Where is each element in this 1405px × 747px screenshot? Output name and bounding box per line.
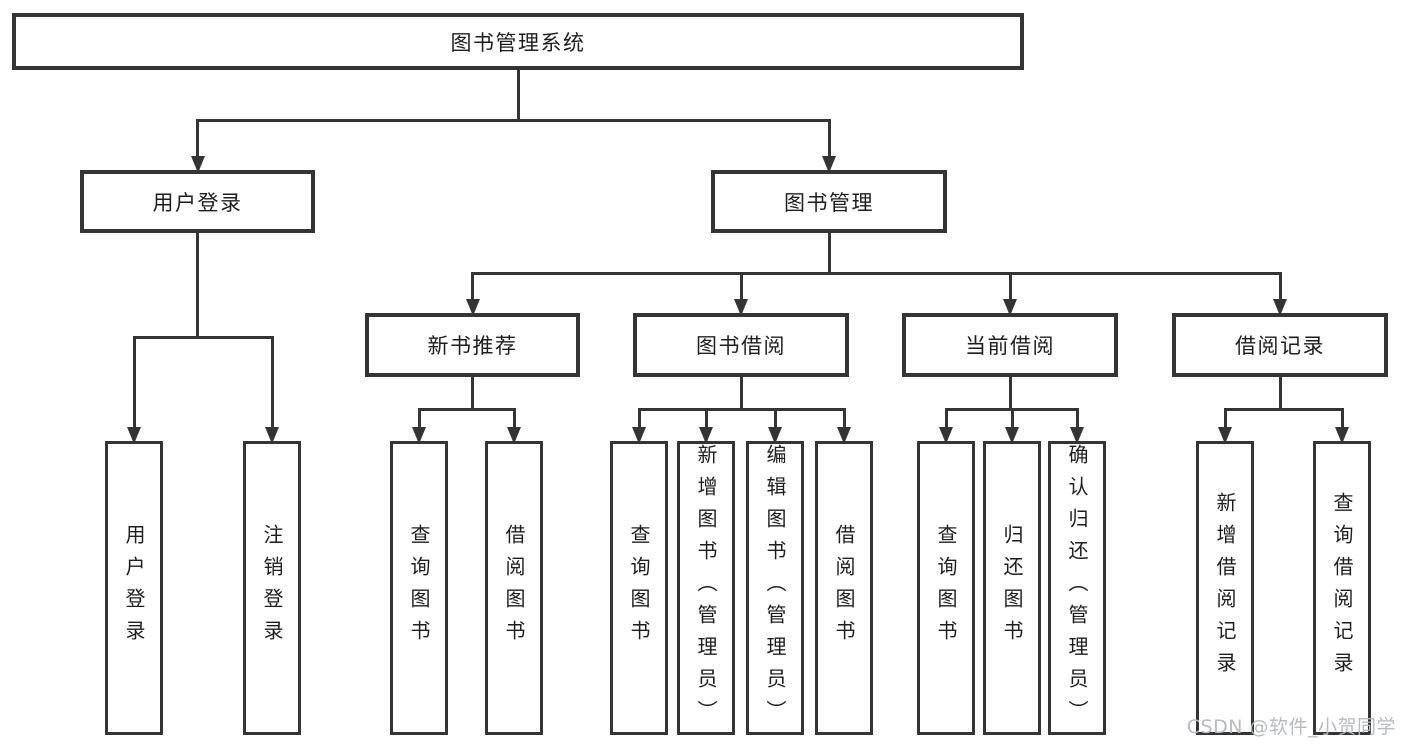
arrowhead-down-icon xyxy=(190,156,205,173)
connector-line xyxy=(471,271,1282,275)
node-label: 编辑图书（管理员） xyxy=(763,444,787,732)
arrowhead-down-icon xyxy=(507,427,521,444)
connector-line xyxy=(704,409,708,428)
connector-line xyxy=(739,273,743,300)
node-leaf-add-book: 新增图书（管理员） xyxy=(677,441,735,735)
arrowhead-down-icon xyxy=(1335,427,1349,444)
connector-line xyxy=(1010,409,1014,428)
connector-line xyxy=(1008,375,1012,411)
arrowhead-down-icon xyxy=(1070,427,1084,444)
arrowhead-down-icon xyxy=(939,427,953,444)
node-leaf-query-book-2: 查询图书 xyxy=(610,441,668,735)
node-leaf-confirm-return: 确认归还（管理员） xyxy=(1048,441,1106,735)
node-label: 查询图书 xyxy=(934,524,958,652)
node-label: 当前借阅 xyxy=(965,334,1055,358)
connector-line xyxy=(196,231,199,339)
arrowhead-down-icon xyxy=(1003,299,1017,316)
node-label: 借阅记录 xyxy=(1235,334,1325,358)
connector-line xyxy=(516,68,520,122)
arrowhead-down-icon xyxy=(412,427,426,444)
connector-line xyxy=(132,335,274,339)
node-label: 归还图书 xyxy=(1000,524,1024,652)
node-leaf-query-borrow-record: 查询借阅记录 xyxy=(1313,441,1371,735)
connector-line xyxy=(417,407,516,411)
arrowhead-down-icon xyxy=(768,427,782,444)
node-leaf-return-book: 归还图书 xyxy=(983,441,1041,735)
node-label: 图书管理 xyxy=(784,190,874,215)
arrowhead-down-icon xyxy=(734,299,748,316)
connector-line xyxy=(196,118,831,122)
node-label: 借阅图书 xyxy=(832,524,856,652)
arrowhead-down-icon xyxy=(822,156,836,173)
node-label: 新增借阅记录 xyxy=(1213,492,1237,684)
node-book-borrow: 图书借阅 xyxy=(633,313,849,377)
connector-line xyxy=(827,120,831,157)
node-label: 用户登录 xyxy=(122,524,146,652)
node-leaf-edit-book: 编辑图书（管理员） xyxy=(746,441,804,735)
node-current-borrow: 当前借阅 xyxy=(902,313,1118,377)
node-label: 图书借阅 xyxy=(696,334,786,358)
connector-line xyxy=(1223,407,1344,411)
node-label: 查询图书 xyxy=(407,524,431,652)
connector-line xyxy=(1008,273,1012,300)
node-label: 用户登录 xyxy=(152,190,243,215)
connector-line xyxy=(827,231,831,275)
connector-line xyxy=(1223,409,1227,428)
arrowhead-down-icon xyxy=(699,427,713,444)
connector-line xyxy=(944,409,948,428)
node-label: 新增图书（管理员） xyxy=(694,444,718,732)
arrowhead-down-icon xyxy=(1005,427,1019,444)
connector-line xyxy=(1340,409,1344,428)
connector-line xyxy=(132,337,136,428)
connector-line xyxy=(512,409,516,428)
node-label: 查询借阅记录 xyxy=(1330,492,1354,684)
connector-line xyxy=(637,409,641,428)
node-label: 注销登录 xyxy=(260,524,284,652)
node-leaf-user-login: 用户登录 xyxy=(105,441,163,735)
connector-line xyxy=(739,375,743,411)
node-label: 确认归还（管理员） xyxy=(1065,444,1089,732)
node-label: 借阅图书 xyxy=(502,524,526,652)
node-borrow-records: 借阅记录 xyxy=(1172,313,1388,377)
watermark: CSDN @软件_小贺同学 xyxy=(1186,716,1396,738)
connector-line xyxy=(1075,409,1079,428)
node-label: 图书管理系统 xyxy=(450,30,586,55)
node-root: 图书管理系统 xyxy=(12,13,1024,70)
connector-line xyxy=(842,409,846,428)
node-book-mgmt: 图书管理 xyxy=(711,170,947,233)
node-label: 新书推荐 xyxy=(427,334,518,358)
arrowhead-down-icon xyxy=(837,427,851,444)
node-leaf-query-book-1: 查询图书 xyxy=(390,441,448,735)
connector-line xyxy=(196,120,199,157)
node-leaf-logout: 注销登录 xyxy=(243,441,301,735)
arrowhead-down-icon xyxy=(1273,299,1287,316)
arrowhead-down-icon xyxy=(632,427,646,444)
node-leaf-add-borrow-record: 新增借阅记录 xyxy=(1196,441,1254,735)
connector-line xyxy=(471,375,474,411)
node-user-login: 用户登录 xyxy=(80,170,315,233)
node-leaf-borrow-book-2: 借阅图书 xyxy=(815,441,873,735)
node-leaf-borrow-book-1: 借阅图书 xyxy=(485,441,543,735)
connector-line xyxy=(1278,375,1282,411)
arrowhead-down-icon xyxy=(1218,427,1232,444)
node-new-book-rec: 新书推荐 xyxy=(365,313,580,377)
connector-line xyxy=(637,407,846,411)
node-leaf-query-book-3: 查询图书 xyxy=(917,441,975,735)
arrowhead-down-icon xyxy=(265,427,279,444)
connector-line xyxy=(1278,273,1282,300)
arrowhead-down-icon xyxy=(465,299,480,316)
connector-line xyxy=(417,409,421,428)
arrowhead-down-icon xyxy=(127,427,141,444)
connector-line xyxy=(471,273,474,300)
node-label: 查询图书 xyxy=(627,524,651,652)
connector-line xyxy=(773,409,777,428)
connector-line xyxy=(270,337,274,428)
